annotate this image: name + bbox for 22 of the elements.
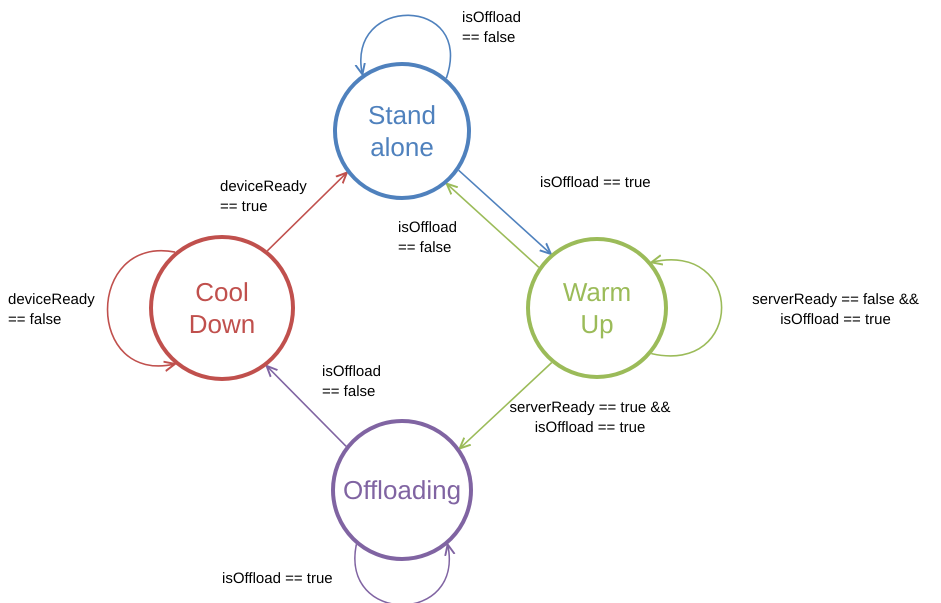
- transition-arrow: [266, 172, 348, 252]
- edge-label: isOffload == false: [322, 362, 382, 402]
- state-name: Cool Down: [188, 276, 256, 340]
- edge-label: deviceReady == true: [220, 177, 308, 218]
- edge-label: serverReady == true && isOffload == true: [508, 398, 672, 438]
- self-loop-arrow: [106, 250, 176, 371]
- edge-label: isOffload == true: [540, 173, 652, 193]
- edge-label: isOffload == true: [222, 569, 334, 589]
- self-loop-arrow: [356, 14, 452, 78]
- edge-label: isOffload == false: [462, 8, 522, 48]
- edge-label: deviceReady == false: [8, 290, 96, 330]
- self-loop-arrow: [354, 543, 454, 603]
- transition-arrow: [458, 170, 552, 255]
- edge-label: isOffload == false: [398, 218, 458, 258]
- transition-arrow: [266, 364, 347, 447]
- transition-arrow: [458, 362, 552, 450]
- state-name: Stand alone: [367, 98, 437, 164]
- state-name: Offloading: [342, 474, 462, 506]
- edge-label: serverReady == false && isOffload == true: [751, 290, 920, 330]
- self-loop-arrow: [650, 255, 722, 357]
- transition-arrow: [446, 182, 540, 268]
- state-name: Warm Up: [562, 276, 632, 340]
